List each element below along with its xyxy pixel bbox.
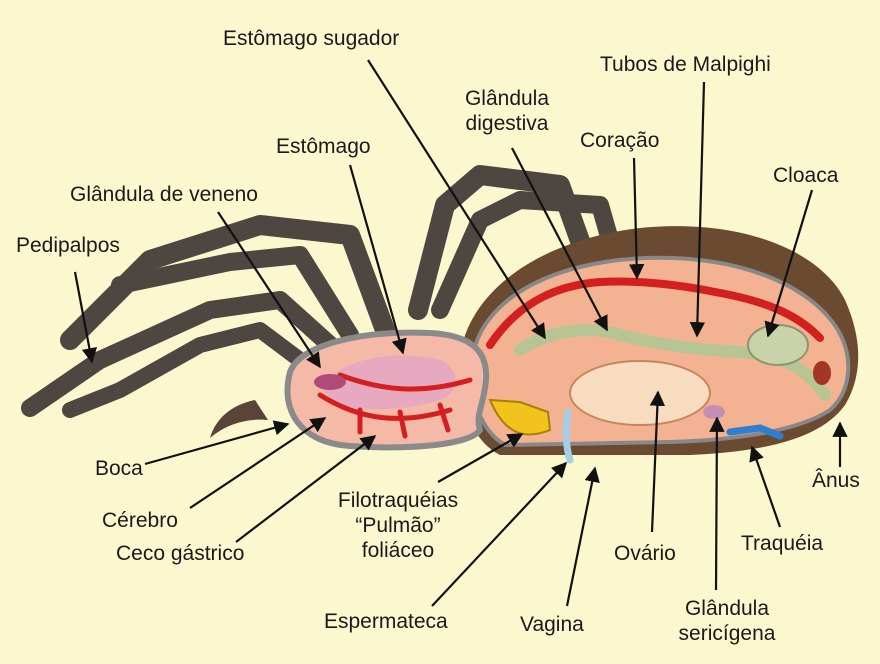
label-estomago: Estômago — [276, 134, 371, 159]
pointer-glandula-sericigena — [716, 418, 717, 590]
venom-gland-shape — [314, 374, 346, 390]
label-coracao: Coração — [580, 128, 659, 153]
label-espermateca: Espermateca — [324, 609, 448, 634]
spermatheca — [566, 412, 570, 460]
label-ceco-gastrico: Ceco gástrico — [116, 541, 244, 566]
label-traqueia: Traquéia — [741, 531, 823, 556]
label-cloaca: Cloaca — [773, 163, 838, 188]
silk-gland — [703, 405, 725, 419]
label-glandula-sericigena-line1: Glândula — [652, 596, 802, 621]
label-pedipalpos: Pedipalpos — [16, 233, 120, 258]
ovary-eggs — [570, 361, 710, 425]
label-boca: Boca — [95, 456, 143, 481]
label-estomago-sugador: Estômago sugador — [223, 26, 399, 51]
leg-front-4 — [70, 330, 300, 410]
label-filotraqueias: Filotraquéias “Pulmão” foliáceo — [318, 488, 478, 563]
label-tubos-malpighi: Tubos de Malpighi — [600, 52, 771, 77]
label-glandula-digestiva: Glândula digestiva — [447, 86, 567, 136]
abdomen — [459, 226, 858, 460]
pointer-vagina — [567, 468, 595, 606]
cloaca-shape — [748, 325, 808, 365]
label-glandula-digestiva-line1: Glândula — [447, 86, 567, 111]
pointer-traqueia — [752, 447, 780, 527]
cephalothorax — [288, 333, 487, 448]
label-filotraqueias-line3: foliáceo — [318, 538, 478, 563]
label-cerebro: Cérebro — [102, 508, 178, 533]
rectal-sac — [813, 361, 831, 385]
label-glandula-digestiva-line2: digestiva — [447, 111, 567, 136]
label-filotraqueias-line2: “Pulmão” — [318, 513, 478, 538]
label-glandula-sericigena-line2: sericígena — [652, 621, 802, 646]
label-vagina: Vagina — [520, 612, 584, 637]
label-glandula-veneno: Glândula de veneno — [70, 182, 258, 207]
label-glandula-sericigena: Glândula sericígena — [652, 596, 802, 646]
label-filotraqueias-line1: Filotraquéias — [318, 488, 478, 513]
label-anus: Ânus — [812, 468, 860, 493]
label-ovario: Ovário — [614, 541, 676, 566]
